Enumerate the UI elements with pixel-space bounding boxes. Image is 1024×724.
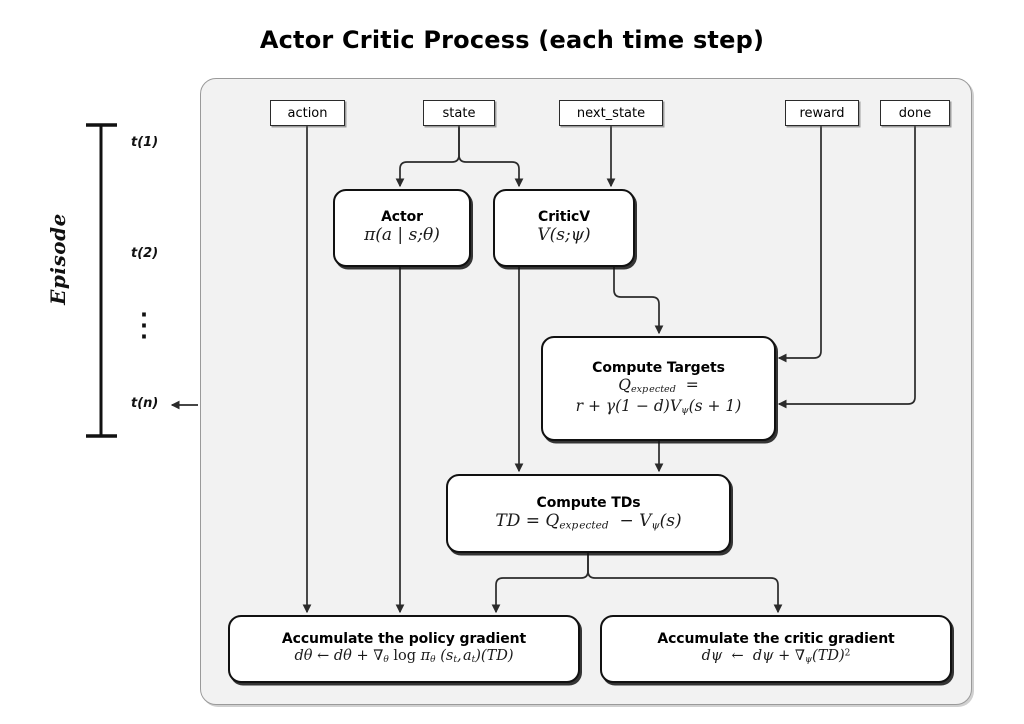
node-actor-formula: π(a | s;θ) bbox=[364, 225, 440, 246]
input-box-reward[interactable]: reward bbox=[785, 100, 859, 126]
episode-tick-t2: t(2) bbox=[131, 246, 159, 261]
input-box-state-label: state bbox=[442, 105, 476, 121]
input-box-next-state-label: next_state bbox=[576, 105, 646, 121]
input-box-done[interactable]: done bbox=[880, 100, 950, 126]
episode-label: Episode bbox=[46, 213, 70, 305]
node-actor-title: Actor bbox=[381, 209, 423, 226]
node-critic-v-formula: V(s;ψ) bbox=[537, 225, 591, 246]
node-compute-tds-formula: TD = Qexp ected − Vψ(s) bbox=[495, 510, 682, 531]
node-compute-tds[interactable]: Compute TDs TD = Qexp ected − Vψ(s) bbox=[446, 474, 731, 553]
episode-bracket-svg bbox=[86, 123, 117, 438]
node-actor[interactable]: Actor π(a | s;θ) bbox=[333, 189, 471, 267]
node-policy-gradient-formula: dθ ← dθ + ∇θ log πθ (st, at)(TD) bbox=[294, 648, 514, 666]
input-box-reward-label: reward bbox=[799, 105, 845, 121]
node-critic-v[interactable]: CriticV V(s;ψ) bbox=[493, 189, 635, 267]
node-critic-gradient-formula: dψ ← dψ + ∇ψ(TD)2 bbox=[701, 648, 851, 666]
input-box-action[interactable]: action bbox=[270, 100, 345, 126]
input-box-action-label: action bbox=[287, 105, 328, 121]
page-title: Actor Critic Process (each time step) bbox=[259, 26, 765, 54]
node-policy-gradient-title: Accumulate the policy gradient bbox=[281, 631, 527, 648]
node-compute-targets-formula-line2: r + γ(1 − d)Vψ(s + 1) bbox=[575, 396, 742, 416]
node-critic-gradient[interactable]: Accumulate the critic gradient dψ ← dψ +… bbox=[600, 615, 952, 683]
node-policy-gradient[interactable]: Accumulate the policy gradient dθ ← dθ +… bbox=[228, 615, 580, 683]
node-compute-tds-title: Compute TDs bbox=[536, 494, 641, 511]
episode-ellipsis-icon: ··· bbox=[140, 303, 148, 349]
node-compute-targets[interactable]: Compute Targets Qexp ected = r + γ(1 − d… bbox=[541, 336, 776, 441]
input-box-state[interactable]: state bbox=[423, 100, 495, 126]
episode-tick-t1: t(1) bbox=[131, 135, 159, 150]
node-compute-targets-formula-line1: Qexp ected = bbox=[618, 376, 699, 396]
node-compute-targets-title: Compute Targets bbox=[592, 360, 725, 377]
node-critic-gradient-title: Accumulate the critic gradient bbox=[657, 631, 895, 648]
input-box-next-state[interactable]: next_state bbox=[559, 100, 663, 126]
input-box-done-label: done bbox=[898, 105, 932, 121]
episode-tick-tn: t(n) bbox=[131, 396, 159, 411]
episode-axis: Episode t(1) t(2) t(n) ··· bbox=[0, 0, 200, 724]
node-critic-v-title: CriticV bbox=[538, 209, 590, 226]
